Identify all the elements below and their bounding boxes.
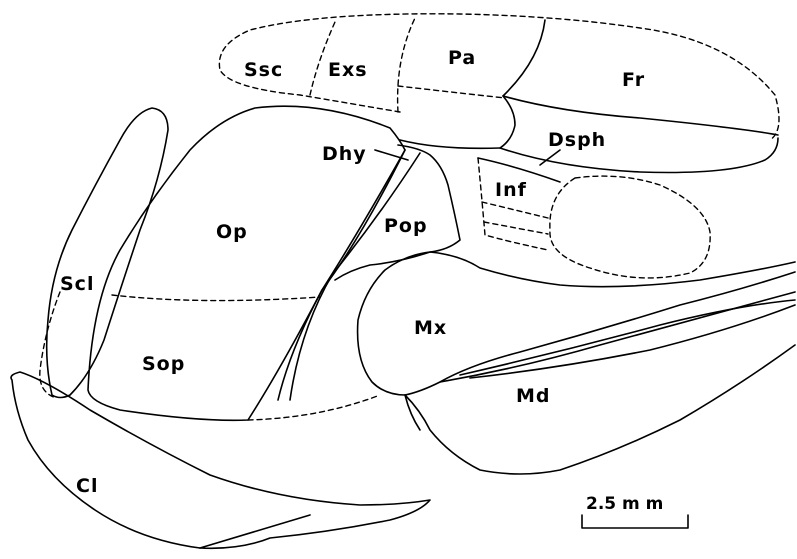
scale-bar-line (582, 515, 688, 528)
label-fr: Fr (622, 69, 645, 91)
md-ventral-line (405, 395, 420, 430)
md-bone (405, 345, 795, 474)
sop-lower-boundary (248, 395, 380, 420)
label-inf: Inf (495, 179, 527, 201)
cl-bone (11, 372, 430, 548)
skull-roof-outline (219, 14, 779, 140)
label-exs: Exs (328, 59, 368, 81)
label-md: Md (516, 385, 551, 407)
infraorbital-inner-2 (484, 222, 548, 234)
label-cl: Cl (76, 475, 98, 497)
exs-pa-boundary (398, 18, 415, 112)
infraorbital-outline (478, 158, 548, 250)
label-scl: Scl (60, 273, 94, 295)
roof-ventral-line (400, 140, 500, 148)
label-ssc: Ssc (244, 59, 283, 81)
op-sop-boundary (112, 295, 320, 301)
infraorbital-inner-1 (482, 202, 548, 218)
scale-bar: 2.5 m m (582, 494, 688, 528)
scale-bar-label: 2.5 m m (586, 494, 663, 514)
label-pop: Pop (384, 215, 428, 237)
orbit-outline (550, 176, 710, 278)
label-pa: Pa (448, 47, 476, 69)
label-sop: Sop (142, 353, 185, 375)
label-dsph: Dsph (548, 129, 606, 151)
label-dhy: Dhy (322, 143, 367, 165)
pa-lower-boundary (398, 86, 505, 98)
dsph-bone (500, 96, 778, 173)
label-mx: Mx (414, 317, 447, 339)
hyomandibular-line-2 (290, 153, 420, 400)
label-op: Op (216, 221, 248, 243)
md-lower-line (470, 305, 795, 378)
